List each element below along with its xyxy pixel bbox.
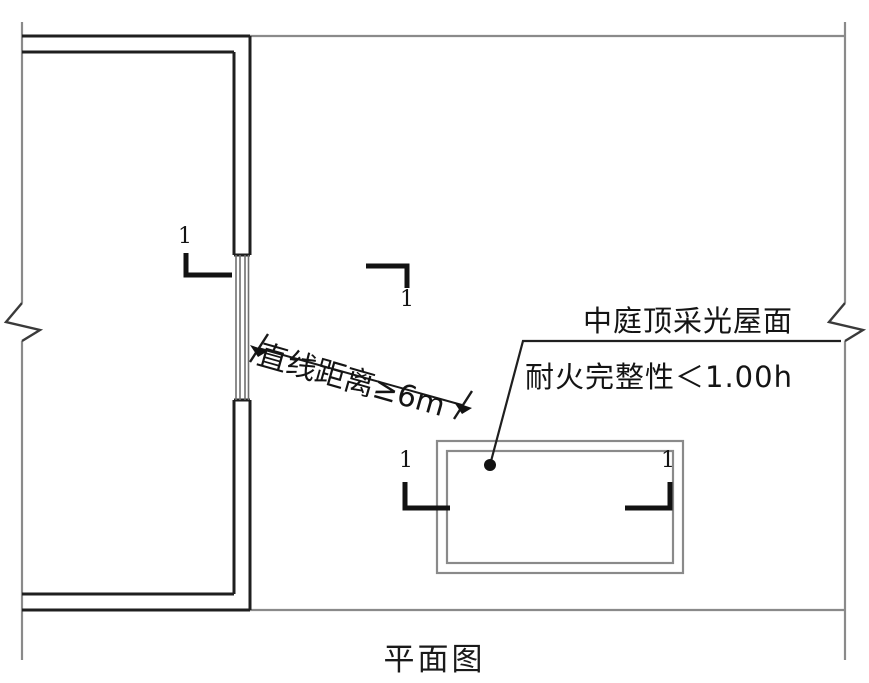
dimension-arrow-end xyxy=(454,402,472,414)
note-fire-resistance-integrity: 耐火完整性＜1.00h xyxy=(525,360,793,394)
leader-dot xyxy=(484,459,496,471)
enclosed-room-left xyxy=(22,34,252,612)
dimension-line-straight-distance xyxy=(248,333,474,420)
section-marker-label-atrium-left: 1 xyxy=(399,448,413,473)
section-marker-mid-upper xyxy=(366,263,410,288)
note-leader-line xyxy=(484,339,841,471)
drawing-caption: 平面图 xyxy=(383,642,486,678)
dimension-line-body xyxy=(257,347,463,406)
dimension-arrow-start xyxy=(250,345,268,357)
section-marker-atrium-right xyxy=(625,482,673,511)
section-marker-label-left-wall: 1 xyxy=(178,224,192,249)
wall-opening-glazing xyxy=(235,255,250,400)
section-marker-atrium-left xyxy=(402,482,450,511)
section-marker-label-mid-upper: 1 xyxy=(400,287,414,312)
break-symbol-right xyxy=(826,302,867,343)
section-marker-left-wall xyxy=(183,253,232,278)
break-symbol-left xyxy=(3,302,44,343)
note-atrium-skylight-roof: 中庭顶采光屋面 xyxy=(583,304,794,338)
section-marker-label-atrium-right: 1 xyxy=(661,448,675,473)
